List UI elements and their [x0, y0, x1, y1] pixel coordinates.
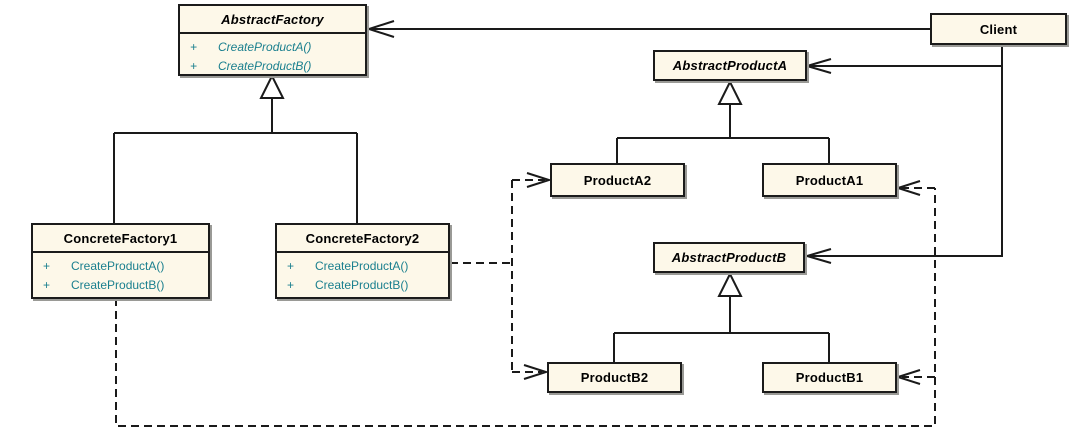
- class-methods: + CreateProductA() + CreateProductB(): [33, 253, 208, 297]
- open-arrowhead-icon: [365, 20, 395, 38]
- method-row: + CreateProductB(): [287, 278, 409, 292]
- class-methods: + CreateProductA() + CreateProductB(): [277, 253, 448, 297]
- open-arrowhead-icon: [526, 172, 553, 188]
- class-title: ProductA1: [795, 172, 864, 188]
- association-client-to-abstractproducts: [803, 45, 1003, 264]
- method-row: + CreateProductB(): [190, 59, 312, 73]
- class-concrete-factory2[interactable]: ConcreteFactory2 + CreateProductA() + Cr…: [275, 223, 450, 299]
- class-title: ConcreteFactory2: [277, 225, 448, 253]
- class-title: AbstractProductB: [671, 250, 787, 265]
- class-title: AbstractProductA: [672, 58, 788, 73]
- class-product-a2[interactable]: ProductA2: [550, 163, 685, 197]
- generalization-triangle-icon: [717, 79, 743, 105]
- class-title: AbstractFactory: [180, 6, 365, 34]
- class-title: ProductB2: [580, 370, 649, 385]
- generalization-triangle-icon: [259, 73, 285, 99]
- class-title: ConcreteFactory1: [33, 225, 208, 253]
- class-abstract-factory[interactable]: AbstractFactory + CreateProductA() + Cre…: [178, 4, 367, 76]
- dependency-concretefactory1: [115, 180, 936, 427]
- open-arrowhead-icon: [894, 369, 921, 385]
- class-product-b1[interactable]: ProductB1: [762, 362, 897, 393]
- class-title: ProductB1: [795, 370, 864, 385]
- method-row: + CreateProductA(): [287, 259, 409, 273]
- class-product-a1[interactable]: ProductA1: [762, 163, 897, 197]
- generalization-product-b: [613, 271, 830, 362]
- class-abstract-product-a[interactable]: AbstractProductA: [653, 50, 807, 81]
- class-client[interactable]: Client: [930, 13, 1067, 45]
- open-arrowhead-icon: [803, 58, 832, 74]
- open-arrowhead-icon: [523, 364, 550, 380]
- open-arrowhead-icon: [803, 248, 832, 264]
- method-row: + CreateProductB(): [43, 278, 165, 292]
- class-title: ProductA2: [583, 172, 652, 188]
- class-methods: + CreateProductA() + CreateProductB(): [180, 34, 365, 78]
- class-abstract-product-b[interactable]: AbstractProductB: [653, 242, 805, 273]
- class-title: Client: [979, 21, 1018, 37]
- generalization-triangle-icon: [717, 271, 743, 297]
- class-product-b2[interactable]: ProductB2: [547, 362, 682, 393]
- open-arrowhead-icon: [894, 180, 921, 196]
- association-client-to-abstractfactory: [365, 20, 930, 38]
- generalization-product-a: [616, 79, 830, 163]
- generalization-factories: [113, 73, 358, 223]
- class-concrete-factory1[interactable]: ConcreteFactory1 + CreateProductA() + Cr…: [31, 223, 210, 299]
- method-row: + CreateProductA(): [43, 259, 165, 273]
- method-row: + CreateProductA(): [190, 40, 312, 54]
- dependency-concretefactory2: [450, 172, 553, 380]
